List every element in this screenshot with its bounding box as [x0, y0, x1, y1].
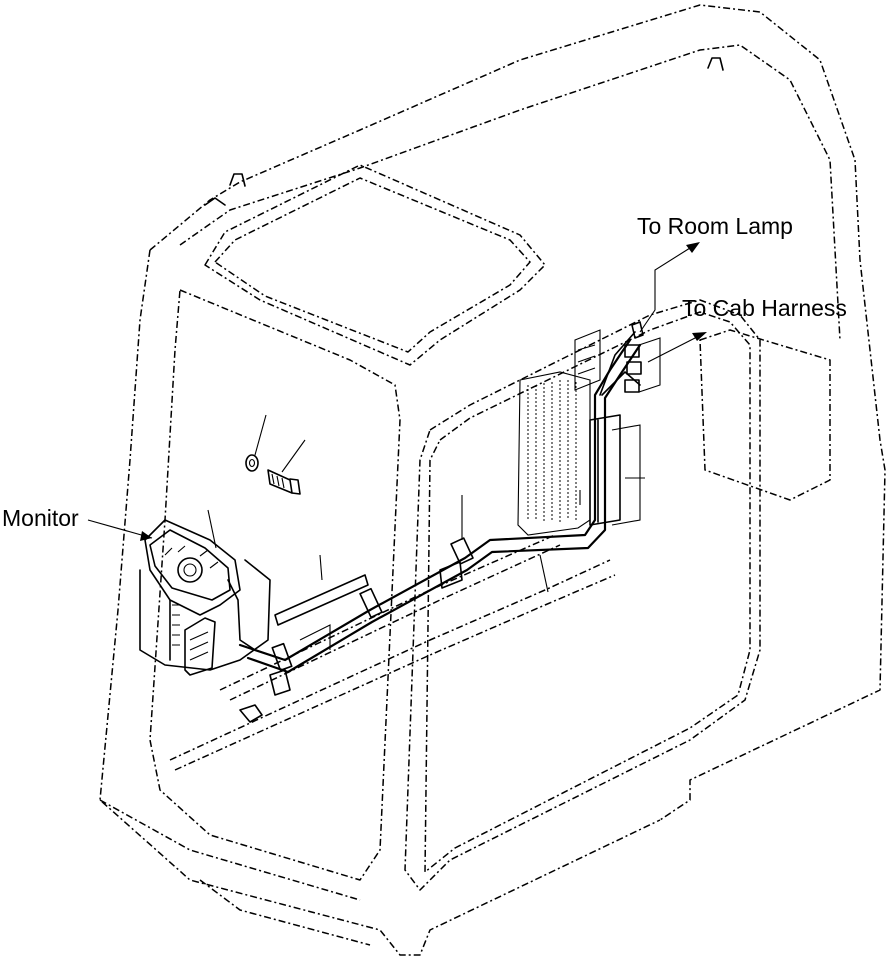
label-monitor: Monitor	[2, 505, 79, 531]
label-cab-harness: To Cab Harness	[682, 295, 847, 321]
cab-shell	[99, 4, 886, 956]
wire-harness	[238, 331, 642, 674]
label-room-lamp: To Room Lamp	[637, 213, 793, 239]
monitor-unit	[139, 519, 271, 676]
harness-connectors	[624, 321, 661, 393]
leader-lines	[87, 242, 707, 593]
floor-brackets	[239, 561, 463, 723]
rear-console-panel	[517, 329, 601, 536]
bolt-washer	[245, 454, 301, 495]
